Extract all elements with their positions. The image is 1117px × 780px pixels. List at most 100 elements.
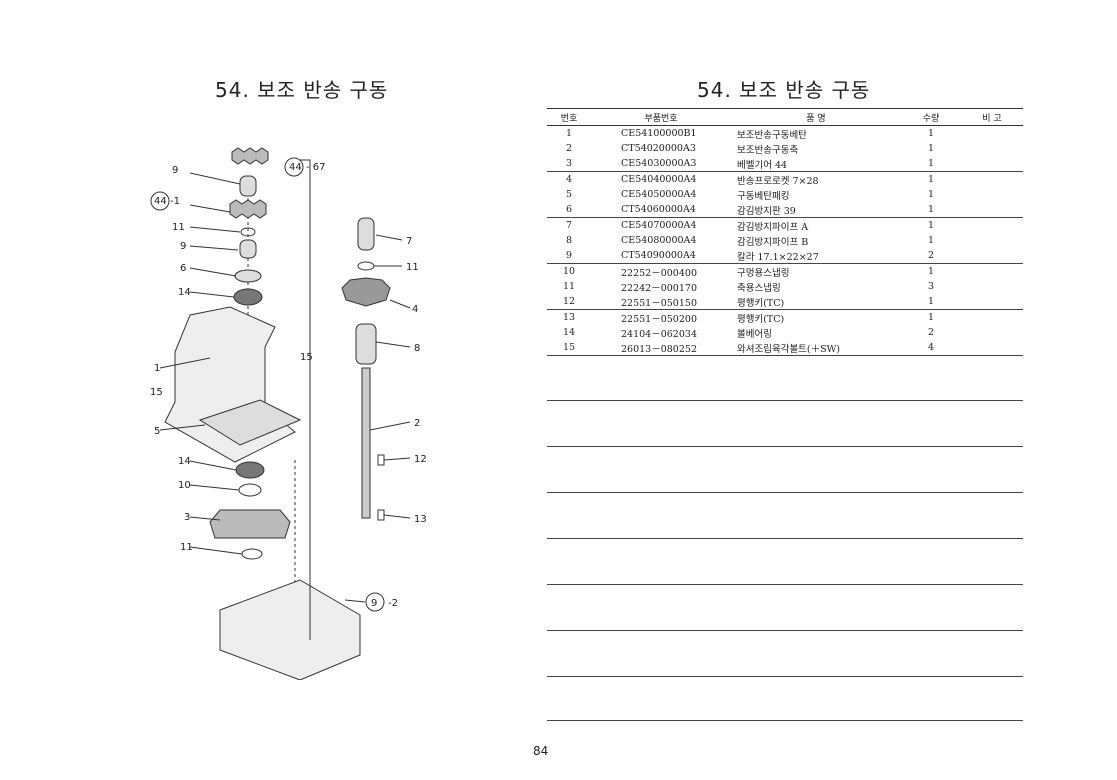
callout-7: 7 (406, 236, 412, 247)
part-name: 구멍용스냅링 (737, 267, 790, 279)
table-row: 2 CT54020000A3 보조반송구동축 1 (547, 141, 1023, 156)
callout-11b: 11 (180, 542, 193, 553)
bearing-14b (235, 461, 265, 479)
blank-row-line (547, 400, 1023, 401)
part-name: 감김방지파이프 A (737, 221, 809, 233)
row-number: 5 (565, 189, 573, 200)
part-number: 22551－050150 (621, 297, 697, 309)
part-number: 26013－080252 (621, 343, 697, 355)
part-name: 와셔조립육각볼트(＋SW) (737, 343, 841, 355)
callout-67: - 67 (306, 162, 326, 173)
snap-ring-11a (240, 227, 256, 237)
quantity: 1 (927, 296, 935, 307)
page-number: 84 (533, 744, 549, 758)
blank-row-line (547, 584, 1023, 585)
row-number: 15 (562, 342, 576, 353)
part-name: 평행키(TC) (737, 313, 785, 325)
part-number: CT54090000A4 (621, 250, 696, 261)
part-number: CE54050000A4 (621, 189, 697, 200)
callout-10: 10 (178, 480, 191, 491)
callout-2-suffix: -2 (388, 598, 398, 609)
row-number: 7 (565, 220, 573, 231)
bearing-14a (233, 288, 263, 306)
quantity: 3 (927, 281, 935, 292)
row-number: 3 (565, 158, 573, 169)
header-part-name: 품 명 (806, 113, 826, 124)
blank-row-line (547, 492, 1023, 493)
snap-ring-10 (238, 483, 262, 497)
callout-11a: 11 (172, 222, 185, 233)
part-name: 보조반송구동축 (737, 144, 799, 156)
quantity: 4 (927, 342, 935, 353)
key-12 (377, 454, 385, 466)
collar-9a (239, 175, 257, 197)
part-name: 베벨기어 44 (737, 159, 788, 171)
callout-1: 1 (154, 363, 160, 374)
part-number: CE54080000A4 (621, 235, 697, 246)
quantity: 1 (927, 174, 935, 185)
row-number: 14 (562, 327, 576, 338)
part-name: 반송프로로켓 7×28 (737, 175, 819, 187)
row-number: 9 (565, 250, 573, 261)
part-number: 22242－000170 (621, 282, 697, 294)
part-number: CT54060000A4 (621, 204, 696, 215)
snap-ring-11b (241, 548, 263, 560)
callout-9a: 9 (172, 165, 178, 176)
part-number: 22252－000400 (621, 267, 697, 279)
row-number: 2 (565, 143, 573, 154)
quantity: 1 (927, 143, 935, 154)
quantity: 1 (927, 312, 935, 323)
row-number: 13 (562, 312, 576, 323)
quantity: 1 (927, 235, 935, 246)
part-number: CE54030000A3 (621, 158, 697, 169)
callout-4: 4 (412, 304, 418, 315)
quantity: 1 (927, 128, 935, 139)
table-row: 10 22252－000400 구멍용스냅링 1 (547, 263, 1023, 279)
part-name: 볼베어링 (737, 328, 772, 340)
table-header: 번호 부품번호 품 명 수량 비 고 (547, 108, 1023, 126)
callout-5: 5 (154, 426, 160, 437)
row-number: 4 (565, 174, 573, 185)
table-row: 15 26013－080252 와셔조립육각볼트(＋SW) 4 (547, 340, 1023, 356)
part-number: 24104－062034 (621, 328, 697, 340)
callout-6: 6 (180, 263, 186, 274)
sprocket-4 (341, 277, 391, 307)
blank-row-line (547, 720, 1023, 721)
lower-frame (219, 579, 361, 680)
part-number: CE54040000A4 (621, 174, 697, 185)
part-number: CT54020000A3 (621, 143, 696, 154)
callout-12: 12 (414, 454, 427, 465)
plate-6 (234, 269, 262, 283)
row-number: 6 (565, 204, 573, 215)
callout-9c: 9 (371, 598, 377, 609)
pipe-8 (355, 323, 377, 365)
row-number: 12 (562, 296, 576, 307)
part-number: 22551－050200 (621, 313, 697, 325)
callout-3: 3 (184, 512, 190, 523)
quantity: 2 (927, 250, 935, 261)
sprocket-mid (229, 199, 267, 219)
quantity: 1 (927, 266, 935, 277)
packing-5 (198, 399, 302, 446)
blank-row-line (547, 538, 1023, 539)
callout-13: 13 (414, 514, 427, 525)
blank-row-line (547, 676, 1023, 677)
header-part-number: 부품번호 (644, 113, 678, 124)
header-remarks: 비 고 (982, 113, 1002, 124)
callout-8: 8 (414, 343, 420, 354)
quantity: 1 (927, 204, 935, 215)
key-13 (377, 509, 385, 521)
part-number: CE54070000A4 (621, 220, 697, 231)
row-number: 10 (562, 266, 576, 277)
callout-2: 2 (414, 418, 420, 429)
quantity: 1 (927, 189, 935, 200)
